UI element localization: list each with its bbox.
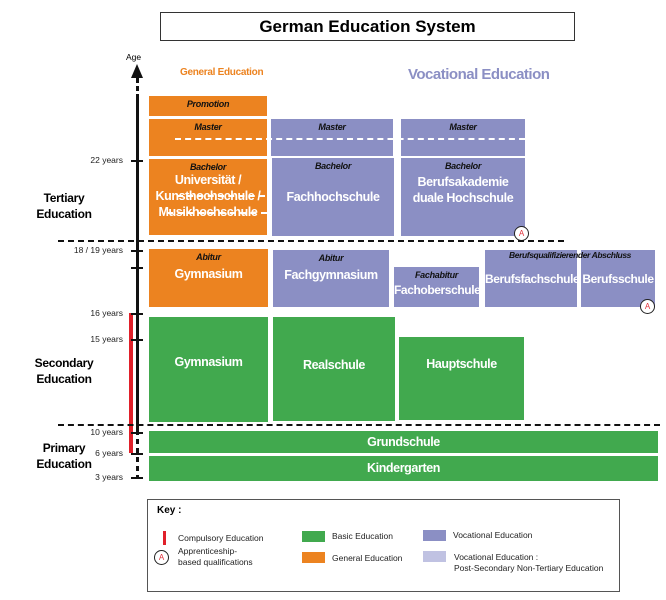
legend-general: General Education [332, 553, 403, 563]
kindergarten-box: Kindergarten [149, 456, 658, 481]
master-ba-box: Master [401, 119, 525, 156]
tick-22: 22 years [90, 155, 123, 165]
arrow-head-icon [131, 64, 143, 78]
general-education-header: General Education [180, 67, 264, 78]
gymnasium-lower-box: Gymnasium [149, 317, 268, 422]
apprenticeship-icon: A [514, 226, 529, 241]
tick-10: 10 years [90, 427, 123, 437]
tick-3: 3 years [95, 472, 123, 482]
berufsschule-box: Berufsschule [581, 250, 655, 307]
legend-apprenticeship: Apprenticeship-based qualifications [178, 546, 253, 567]
berufsfachschule-box: Berufsfachschule [485, 250, 580, 307]
compulsory-swatch [163, 531, 166, 545]
legend-postsec: Vocational Education :Post-Secondary Non… [454, 552, 604, 573]
postsec-swatch [423, 551, 446, 562]
master-fh-box: Master [271, 119, 393, 156]
realschule-box: Realschule [273, 317, 395, 421]
master-general-box: Master [149, 119, 267, 156]
basic-swatch [302, 531, 325, 542]
legend-vocational: Vocational Education [453, 530, 533, 540]
legend: Key : Compulsory Education A Apprentices… [147, 499, 620, 592]
compulsory-education-bar [129, 313, 133, 453]
general-swatch [302, 552, 325, 563]
grundschule-box: Grundschule [149, 431, 658, 453]
vocational-education-header: Vocational Education [408, 66, 550, 83]
tick-6: 6 years [95, 448, 123, 458]
berufsqualifizierender-abschluss-label: Berufsqualifizierender Abschluss [509, 250, 631, 260]
promotion-box: Promotion [149, 96, 267, 116]
legend-basic: Basic Education [332, 531, 393, 541]
tick-15: 15 years [90, 334, 123, 344]
tick-16: 16 years [90, 308, 123, 318]
legend-title: Key : [157, 505, 182, 516]
hauptschule-box: Hauptschule [399, 337, 524, 420]
legend-compulsory: Compulsory Education [178, 533, 264, 543]
vocational-swatch [423, 530, 446, 541]
apprenticeship-icon: A [640, 299, 655, 314]
age-axis-solid [136, 95, 139, 430]
apprenticeship-icon: A [154, 550, 169, 565]
diagram-title: German Education System [160, 12, 575, 41]
axis-label: Age [126, 52, 142, 62]
tick-18-19: 18 / 19 years [73, 245, 123, 255]
